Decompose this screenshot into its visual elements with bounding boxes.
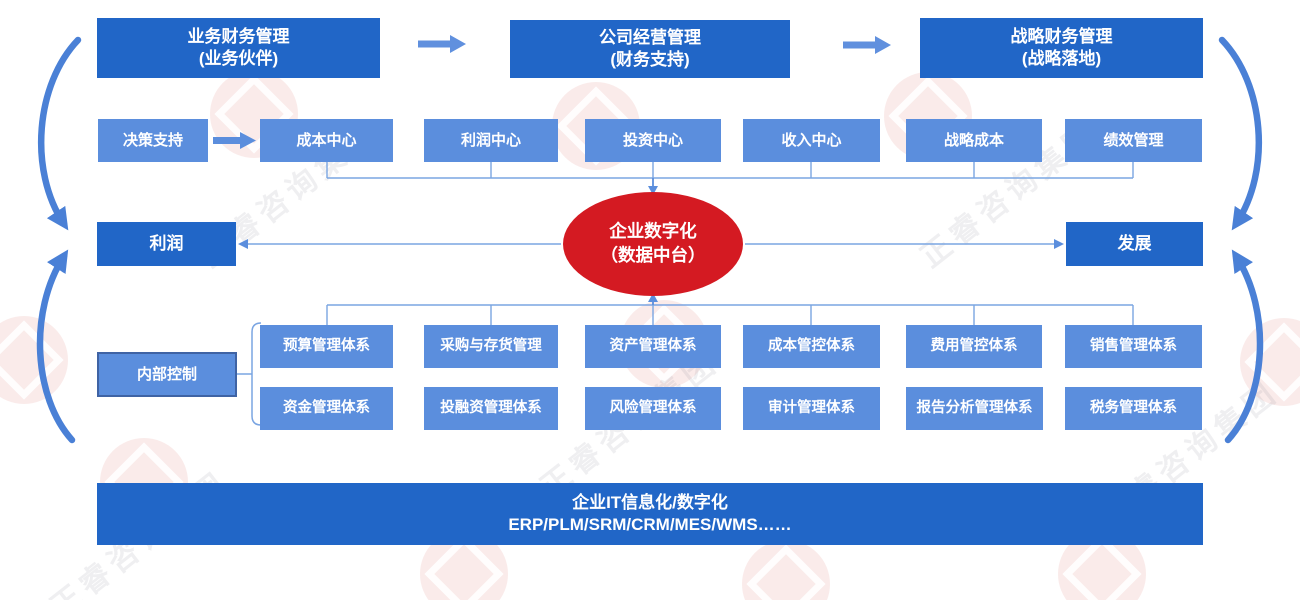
node-label: 发展 bbox=[1117, 233, 1152, 253]
hub-enterprise-digitalization: 企业数字化 （数据中台） bbox=[563, 192, 743, 296]
node-procurement-inventory-management: 采购与存货管理 bbox=[424, 325, 558, 368]
node-label: 销售管理体系 bbox=[1090, 337, 1177, 354]
node-label: 利润中心 bbox=[460, 131, 521, 149]
node-label: 公司经营管理 bbox=[599, 27, 701, 47]
node-budget-management-system: 预算管理体系 bbox=[260, 325, 393, 368]
node-label: 决策支持 bbox=[122, 131, 183, 149]
it-bar-title: 企业IT信息化/数字化 bbox=[572, 492, 728, 512]
node-strategic-cost: 战略成本 bbox=[906, 119, 1042, 162]
node-label: 采购与存货管理 bbox=[440, 337, 542, 354]
curved-arrow-right-bottom bbox=[1224, 249, 1264, 444]
node-label: 成本中心 bbox=[296, 131, 357, 149]
arrow-down-icon bbox=[648, 186, 658, 195]
it-bar-systems: ERP/PLM/SRM/CRM/MES/WMS…… bbox=[508, 515, 792, 534]
flow-arrow-icon bbox=[843, 36, 891, 54]
node-asset-management-system: 资产管理体系 bbox=[585, 325, 721, 368]
node-label: 报告分析管理体系 bbox=[916, 399, 1033, 416]
node-label: 投资中心 bbox=[622, 131, 683, 149]
node-label: 审计管理体系 bbox=[768, 399, 855, 416]
arrow-up-icon bbox=[648, 293, 658, 302]
node-label: 资金管理体系 bbox=[283, 399, 370, 416]
node-revenue-center: 收入中心 bbox=[743, 119, 880, 162]
node-label: 投融资管理体系 bbox=[440, 399, 542, 416]
node-investment-financing-management-system: 投融资管理体系 bbox=[424, 387, 558, 430]
node-label: 预算管理体系 bbox=[283, 337, 370, 354]
arrow-right-icon bbox=[1054, 239, 1064, 249]
node-label: 战略成本 bbox=[943, 131, 1004, 149]
flow-arrow-icon bbox=[418, 35, 466, 53]
node-tax-management-system: 税务管理体系 bbox=[1065, 387, 1202, 430]
node-profit: 利润 bbox=[97, 222, 236, 266]
node-label: 战略财务管理 bbox=[1010, 26, 1113, 46]
internal-control-bracket bbox=[237, 322, 262, 426]
node-sublabel: (财务支持) bbox=[610, 50, 690, 69]
node-label: 费用管控体系 bbox=[930, 337, 1018, 354]
node-business-finance-management: 业务财务管理 (业务伙伴) bbox=[97, 18, 380, 78]
node-label: 利润 bbox=[149, 233, 184, 253]
node-risk-management-system: 风险管理体系 bbox=[585, 387, 721, 430]
node-label: 资产管理体系 bbox=[609, 337, 697, 354]
node-sublabel: (战略落地) bbox=[1021, 49, 1102, 68]
node-sales-management-system: 销售管理体系 bbox=[1065, 325, 1202, 368]
node-audit-management-system: 审计管理体系 bbox=[743, 387, 880, 430]
node-label: 税务管理体系 bbox=[1090, 399, 1177, 416]
it-infrastructure-bar: 企业IT信息化/数字化 ERP/PLM/SRM/CRM/MES/WMS…… bbox=[97, 483, 1203, 545]
arrow-left-icon bbox=[238, 239, 248, 249]
hub-label: 企业数字化 bbox=[609, 221, 697, 242]
node-company-operation-management: 公司经营管理 (财务支持) bbox=[510, 20, 790, 78]
node-decision-support: 决策支持 bbox=[98, 119, 208, 162]
node-report-analysis-management-system: 报告分析管理体系 bbox=[906, 387, 1043, 430]
node-investment-center: 投资中心 bbox=[585, 119, 721, 162]
bottom-rail-connector bbox=[326, 304, 1134, 325]
node-expense-control-system: 费用管控体系 bbox=[906, 325, 1042, 368]
node-sublabel: (业务伙伴) bbox=[198, 49, 279, 68]
curved-arrow-left-bottom bbox=[36, 249, 76, 444]
node-label: 成本管控体系 bbox=[768, 337, 855, 354]
node-fund-management-system: 资金管理体系 bbox=[260, 387, 393, 430]
node-development: 发展 bbox=[1066, 222, 1203, 266]
node-label: 风险管理体系 bbox=[609, 399, 697, 416]
node-label: 收入中心 bbox=[781, 131, 842, 149]
node-performance-management: 绩效管理 bbox=[1065, 119, 1202, 162]
node-strategic-finance-management: 战略财务管理 (战略落地) bbox=[920, 18, 1203, 78]
arrow-right-icon bbox=[213, 132, 256, 149]
node-cost-control-system: 成本管控体系 bbox=[743, 325, 880, 368]
curved-arrow-left-top bbox=[38, 36, 82, 231]
curved-arrow-right-top bbox=[1218, 36, 1262, 231]
node-profit-center: 利润中心 bbox=[424, 119, 558, 162]
node-internal-control: 内部控制 bbox=[97, 352, 237, 397]
node-label: 绩效管理 bbox=[1103, 131, 1164, 149]
node-cost-center: 成本中心 bbox=[260, 119, 393, 162]
node-label: 内部控制 bbox=[136, 365, 197, 383]
top-rail-connector bbox=[326, 162, 1134, 179]
hub-sublabel: （数据中台） bbox=[600, 245, 706, 265]
node-label: 业务财务管理 bbox=[187, 26, 290, 46]
